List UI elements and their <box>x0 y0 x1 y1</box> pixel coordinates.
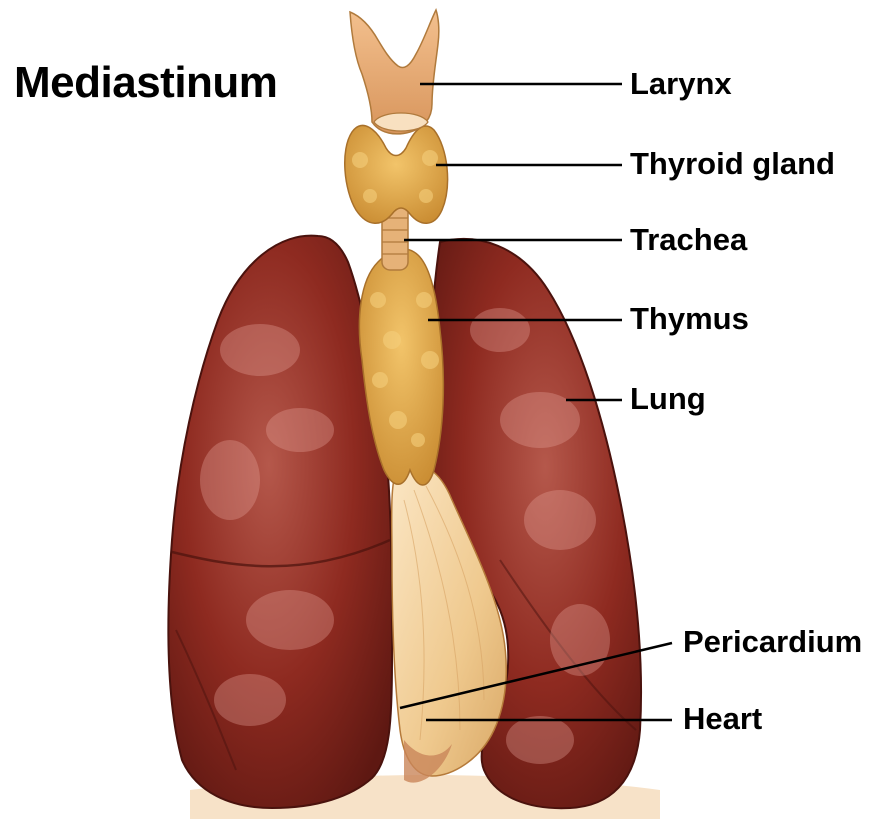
page-title: Mediastinum <box>14 58 277 108</box>
label-thyroid-gland: Thyroid gland <box>630 146 835 182</box>
larynx-cricoid <box>374 113 428 131</box>
right-lung <box>168 236 392 808</box>
label-larynx: Larynx <box>630 66 732 102</box>
label-heart: Heart <box>683 701 762 737</box>
label-pericardium: Pericardium <box>683 624 862 660</box>
label-trachea: Trachea <box>630 222 747 258</box>
label-thymus: Thymus <box>630 301 749 337</box>
thyroid-shape <box>345 125 448 223</box>
label-lung: Lung <box>630 381 706 417</box>
